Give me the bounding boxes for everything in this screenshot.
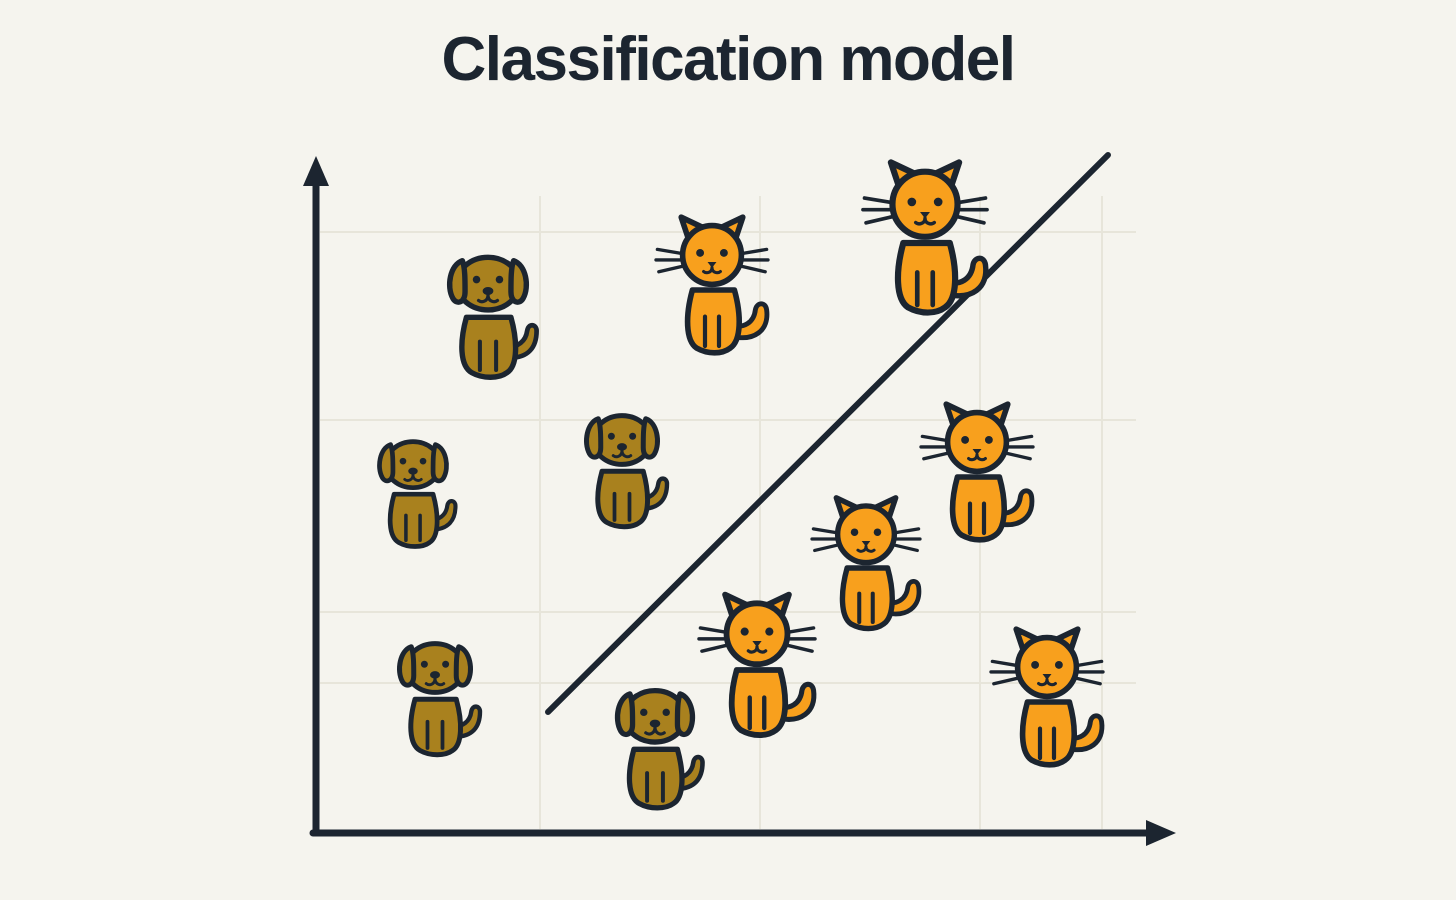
dog-icon	[399, 644, 480, 755]
cat-icon	[991, 629, 1103, 765]
decision-boundary-line	[545, 152, 1111, 715]
cat-icon	[863, 162, 987, 312]
dog-icon	[618, 691, 703, 808]
dog-icon	[379, 442, 455, 547]
diagram-title: Classification model	[441, 25, 1016, 94]
cat-icon	[921, 404, 1033, 540]
cat-icon	[656, 217, 768, 353]
dog-icon	[586, 416, 667, 527]
cat-icon	[699, 595, 815, 735]
x-axis-arrow	[1146, 820, 1176, 846]
cat-icon	[812, 498, 920, 629]
y-axis-arrow	[303, 156, 329, 186]
dog-icon	[450, 257, 537, 377]
